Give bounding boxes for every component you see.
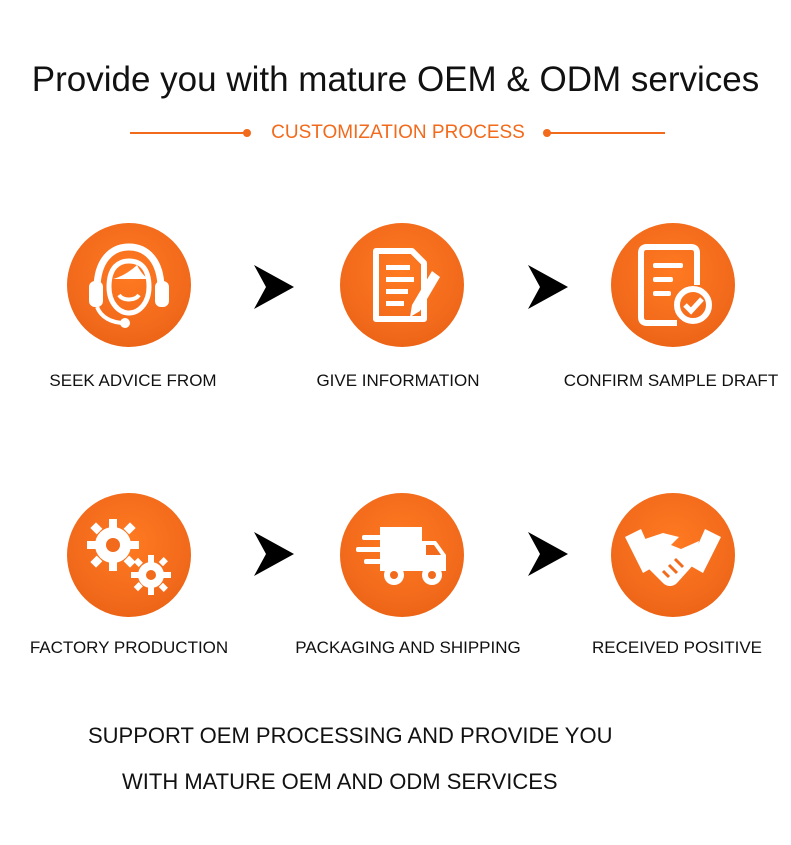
step-label-confirm-sample: CONFIRM SAMPLE DRAFT [563, 371, 779, 390]
arrow-right-icon [254, 265, 294, 309]
delivery-truck-icon [356, 527, 446, 585]
step-icon-received-positive [611, 493, 735, 617]
step-label-factory-production: FACTORY PRODUCTION [29, 638, 229, 657]
step-icon-seek-advice [67, 223, 191, 347]
divider-line-left [130, 132, 246, 134]
document-check-icon [638, 244, 712, 326]
arrow-right-icon [528, 532, 568, 576]
customer-service-icon [89, 243, 169, 328]
gears-icon [87, 519, 171, 595]
arrow-right-icon [528, 265, 568, 309]
footer-line-2: WITH MATURE OEM AND ODM SERVICES [122, 769, 558, 794]
section-subtitle: CUSTOMIZATION PROCESS [271, 122, 525, 143]
section-heading: CUSTOMIZATION PROCESS [0, 121, 791, 145]
step-icon-packaging-shipping [340, 493, 464, 617]
step-label-packaging-shipping: PACKAGING AND SHIPPING [295, 638, 521, 657]
handshake-icon [625, 529, 721, 586]
step-icon-give-information [340, 223, 464, 347]
divider-line-right [547, 132, 665, 134]
page-title: Provide you with mature OEM & ODM servic… [31, 60, 760, 99]
step-icon-factory-production [67, 493, 191, 617]
step-label-give-information: GIVE INFORMATION [316, 371, 480, 390]
divider-dot-left [243, 129, 251, 137]
step-label-seek-advice: SEEK ADVICE FROM [49, 371, 217, 390]
step-label-received-positive: RECEIVED POSITIVE [591, 638, 763, 657]
footer-line-1: SUPPORT OEM PROCESSING AND PROVIDE YOU [88, 723, 613, 748]
step-icon-confirm-sample [611, 223, 735, 347]
arrow-right-icon [254, 532, 294, 576]
document-pen-icon [373, 248, 440, 322]
